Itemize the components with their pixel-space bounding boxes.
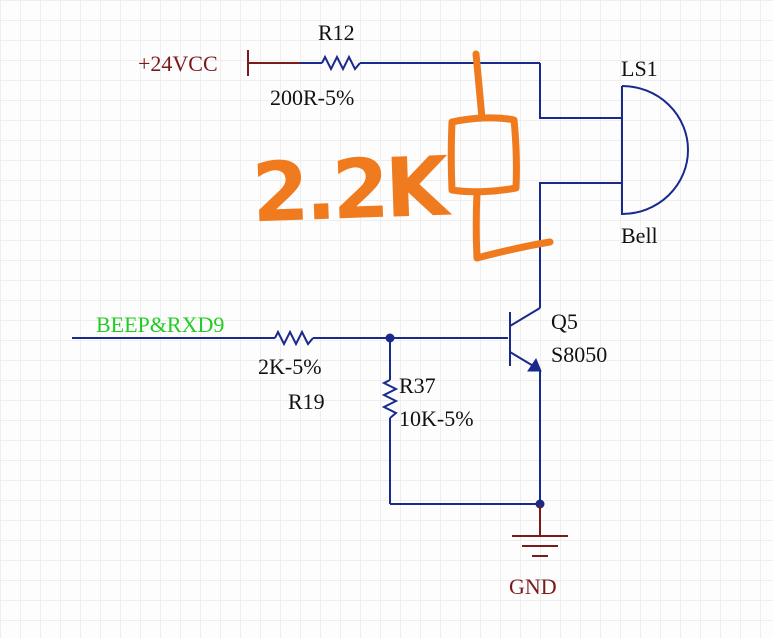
- handwritten-resistor-sketch: [447, 50, 554, 262]
- r12-ref-label: R12: [318, 20, 355, 45]
- gnd-symbol: [512, 504, 568, 557]
- r19-resistor-symbol: [274, 329, 508, 347]
- r37-ref-label: R37: [399, 373, 436, 398]
- ls1-value-label: Bell: [621, 223, 658, 248]
- ls1-ref-label: LS1: [621, 56, 658, 81]
- r12-resistor-symbol: [300, 54, 540, 72]
- gnd-label: GND: [509, 574, 557, 599]
- r12-value-label: 200R-5%: [270, 85, 355, 110]
- r19-value-label: 2K-5%: [258, 354, 322, 379]
- vcc-power-port: [247, 50, 300, 76]
- input-net-label: BEEP&RXD9: [96, 312, 225, 337]
- q5-transistor-symbol: [509, 307, 542, 504]
- q5-ref-label: Q5: [551, 309, 578, 334]
- r19-ref-label: R19: [288, 389, 325, 414]
- r37-resistor-symbol: [381, 338, 540, 505]
- handwritten-annotation-text: 2.2K: [250, 139, 447, 242]
- bell-collector-wire: [539, 182, 622, 308]
- q5-value-label: S8050: [551, 342, 608, 367]
- vcc-label: +24VCC: [138, 51, 218, 76]
- bell-supply-wire: [539, 63, 622, 119]
- r37-value-label: 10K-5%: [399, 406, 474, 431]
- ls1-bell-symbol: [621, 85, 689, 215]
